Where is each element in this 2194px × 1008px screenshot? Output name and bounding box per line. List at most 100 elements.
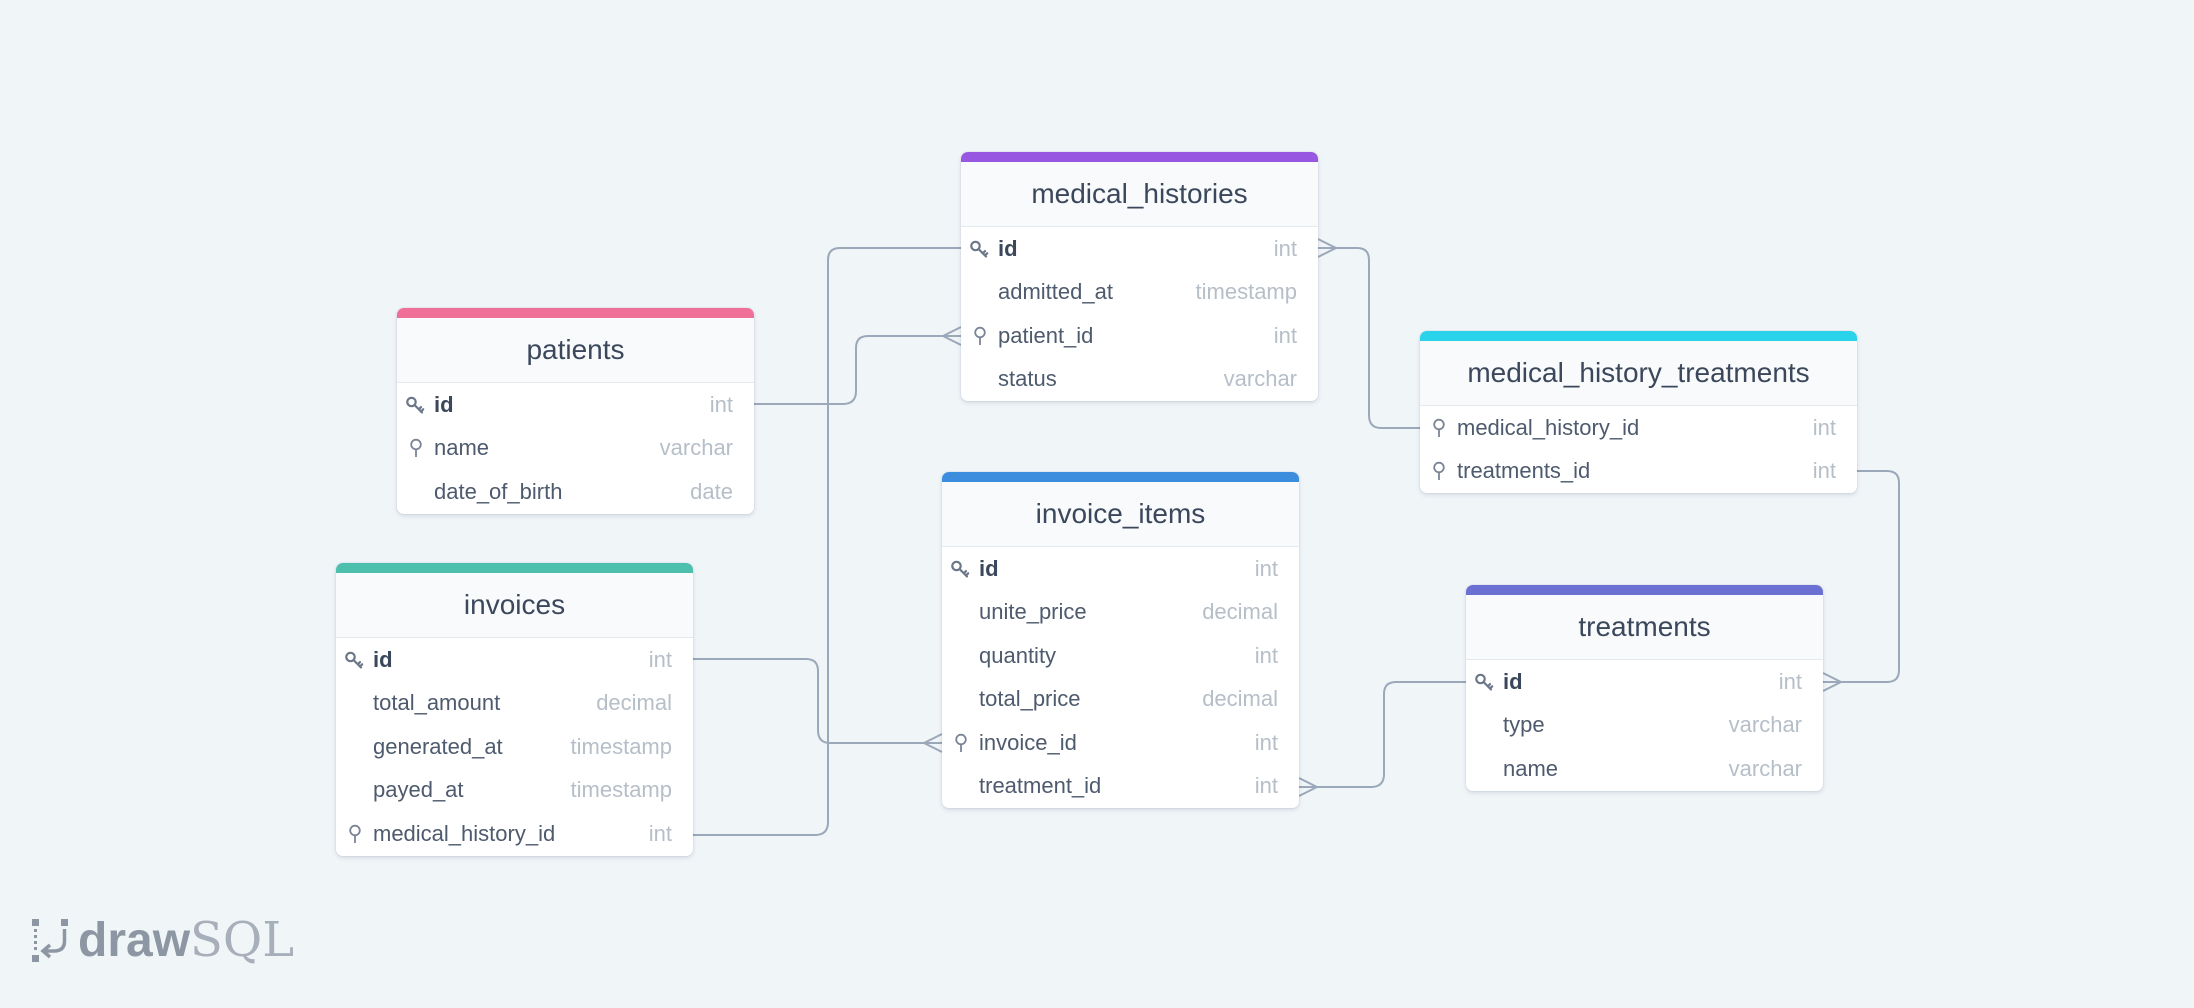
column-row[interactable]: payed_at timestamp (336, 769, 693, 813)
table-medical-histories[interactable]: medical_histories id int admitted_at timest… (961, 152, 1318, 401)
column-name: generated_at (373, 733, 503, 759)
column-type: int (1254, 555, 1278, 581)
column-row[interactable]: id int (1466, 660, 1823, 704)
column-row[interactable]: admitted_at timestamp (961, 271, 1318, 315)
column-row[interactable]: id int (397, 383, 754, 427)
column-name: unite_price (979, 599, 1087, 625)
column-type: int (709, 391, 733, 417)
column-name: name (1503, 755, 1559, 781)
drawsql-logo[interactable]: drawSQL (30, 916, 294, 965)
key-icon (344, 649, 366, 671)
column-type: date (690, 478, 733, 504)
column-name: total_price (979, 686, 1081, 712)
table-invoices[interactable]: invoices id int total_amount decimal generat… (336, 563, 693, 856)
column-type: int (648, 820, 672, 846)
drawsql-logo-icon (32, 918, 68, 962)
column-name: treatment_id (979, 773, 1102, 799)
column-row[interactable]: quantity int (942, 634, 1299, 678)
column-name: date_of_birth (434, 478, 563, 504)
column-list: id int name varchar date_of_birth date (397, 383, 754, 514)
column-name: admitted_at (998, 279, 1113, 305)
column-name: patient_id (998, 322, 1094, 348)
column-type: int (648, 646, 672, 672)
table-color-bar (1466, 585, 1823, 595)
column-type: varchar (1728, 755, 1802, 781)
column-row[interactable]: date_of_birth date (397, 470, 754, 514)
table-treatments[interactable]: treatments id int type varchar name varchar (1466, 585, 1823, 791)
column-row[interactable]: total_price decimal (942, 678, 1299, 722)
column-name: medical_history_id (1457, 414, 1640, 440)
column-type: decimal (1202, 686, 1278, 712)
column-row[interactable]: id int (942, 547, 1299, 591)
column-type: timestamp (1195, 279, 1297, 305)
column-type: varchar (1728, 712, 1802, 738)
table-title[interactable]: medical_history_treatments (1420, 341, 1857, 406)
connector-invoices-invoice-items (693, 658, 942, 744)
index-icon (969, 325, 991, 347)
index-icon (1428, 460, 1450, 482)
index-icon (1428, 417, 1450, 439)
column-name: total_amount (373, 690, 501, 716)
column-name: payed_at (373, 777, 464, 803)
crowfoot-treatments-id (1822, 672, 1842, 692)
column-name: id (979, 555, 999, 581)
column-name: id (434, 391, 454, 417)
table-title[interactable]: invoices (336, 573, 693, 638)
index-icon (950, 732, 972, 754)
column-row[interactable]: total_amount decimal (336, 682, 693, 726)
column-name: invoice_id (979, 729, 1077, 755)
column-type: varchar (1223, 366, 1297, 392)
key-icon (1474, 671, 1496, 693)
crowfoot-patient-id (942, 326, 962, 346)
column-name: quantity (979, 642, 1057, 668)
column-row[interactable]: id int (336, 638, 693, 682)
column-type: int (1778, 668, 1802, 694)
crowfoot-medical-histories-id (1317, 238, 1337, 258)
column-name: type (1503, 712, 1545, 738)
table-title[interactable]: medical_histories (961, 162, 1318, 227)
column-type: timestamp (570, 777, 672, 803)
logo-text-sql: SQL (190, 912, 295, 968)
column-type: int (1812, 414, 1836, 440)
key-icon (405, 394, 427, 416)
key-icon (969, 238, 991, 260)
table-color-bar (1420, 331, 1857, 341)
connector-treatments-invoice-items (1299, 681, 1466, 788)
table-title[interactable]: treatments (1466, 595, 1823, 660)
crowfoot-treatment-id (1298, 777, 1318, 797)
column-type: int (1812, 458, 1836, 484)
column-name: id (373, 646, 393, 672)
column-row[interactable]: type varchar (1466, 704, 1823, 748)
column-row[interactable]: id int (961, 227, 1318, 271)
column-type: int (1254, 642, 1278, 668)
column-type: int (1273, 235, 1297, 261)
column-name: id (998, 235, 1018, 261)
table-title[interactable]: patients (397, 318, 754, 383)
table-title[interactable]: invoice_items (942, 482, 1299, 547)
column-type: varchar (659, 435, 733, 461)
column-row[interactable]: name varchar (397, 427, 754, 471)
index-icon (344, 823, 366, 845)
column-list: id int type varchar name varchar (1466, 660, 1823, 791)
column-row[interactable]: name varchar (1466, 747, 1823, 791)
table-medical-history-treatments[interactable]: medical_history_treatments medical_histo… (1420, 331, 1857, 493)
column-type: decimal (596, 690, 672, 716)
column-name: name (434, 435, 490, 461)
index-icon (405, 437, 427, 459)
column-name: id (1503, 668, 1523, 694)
column-row[interactable]: medical_history_id int (1420, 406, 1857, 450)
